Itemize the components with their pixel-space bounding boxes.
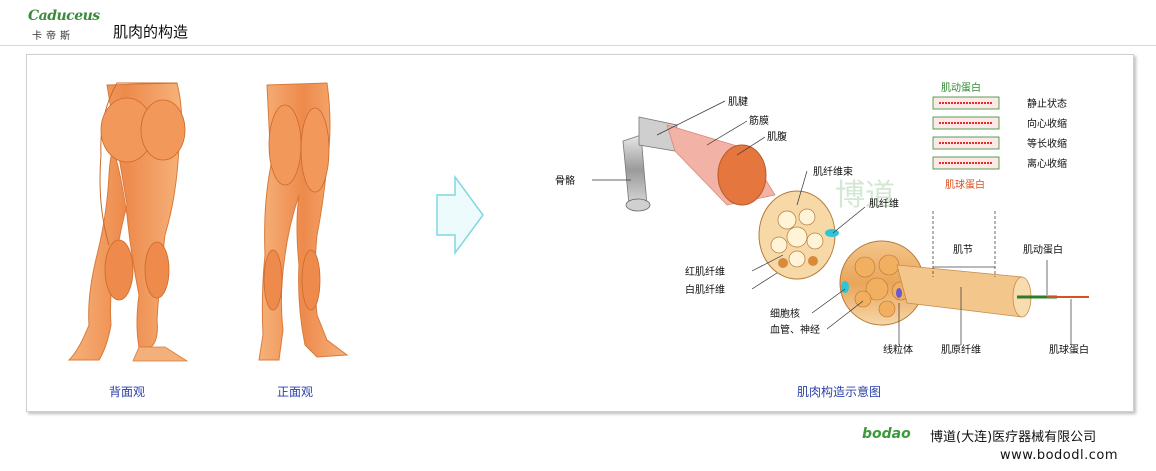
label-tendon: 肌腱 [728,96,748,108]
header-divider [0,45,1156,46]
legend-actin-title: 肌动蛋白 [941,81,981,94]
back-view-caption: 背面观 [109,385,146,399]
back-view-legs [67,82,189,362]
protein-legend [932,96,1000,170]
brand-logo: Caduceus 卡帝斯 [28,8,100,42]
leader-lines [592,100,1072,345]
page-title: 肌肉的构造 [113,23,189,41]
front-view-caption: 正面观 [277,385,314,399]
label-vessels-nerve: 血管、神经 [770,323,820,336]
logo-cn: 卡帝斯 [32,31,74,42]
label-nucleus: 细胞核 [770,307,800,320]
legend-state-rest: 静止状态 [1027,97,1067,110]
watermark-text: 博道 [835,178,895,213]
label-myofibril: 肌原纤维 [941,343,981,356]
header: Caduceus 卡帝斯 肌肉的构造 [0,0,1156,46]
footer-brand-logo: bodao [862,426,911,442]
arrow-right-icon [436,174,484,256]
legend-state-eccentric: 离心收缩 [1027,157,1067,170]
diagram-caption: 肌肉构造示意图 [797,385,882,399]
label-white-fiber: 白肌纤维 [685,283,725,296]
fiber-bundle-section [758,190,836,280]
legend-myosin-title: 肌球蛋白 [945,178,985,191]
bone-graphic [622,116,678,212]
legend-state-concentric: 向心收缩 [1027,117,1067,130]
label-bone: 骨骼 [555,174,575,187]
anatomy-illustration: 博道 肌腱 筋膜 肌腹 骨骼 肌纤维束 肌纤维 红肌纤维 白肌纤维 细胞核 血管… [67,81,1089,362]
label-fascia: 筋膜 [749,114,769,127]
label-fiber: 肌纤维 [869,197,899,210]
label-myosin: 肌球蛋白 [1049,343,1089,356]
myofibril-graphic [896,211,1089,318]
front-view-legs [258,82,349,361]
label-sarcomere: 肌节 [953,244,973,256]
logo-latin: Caduceus [28,8,100,24]
label-red-fiber: 红肌纤维 [685,265,725,278]
label-actin: 肌动蛋白 [1023,243,1063,256]
content-panel: 博道 肌腱 筋膜 肌腹 骨骼 肌纤维束 肌纤维 红肌纤维 白肌纤维 细胞核 血管… [26,54,1134,412]
label-fiber-bundle: 肌纤维束 [813,165,853,178]
label-mitochondria: 线粒体 [883,343,913,356]
footer-url-link[interactable]: www.bododl.com [1000,448,1119,463]
label-belly: 肌腹 [767,130,787,143]
footer-company: 博道(大连)医疗器械有限公司 [930,430,1097,445]
muscle-belly-section [717,144,767,206]
legend-state-isometric: 等长收缩 [1027,137,1067,150]
